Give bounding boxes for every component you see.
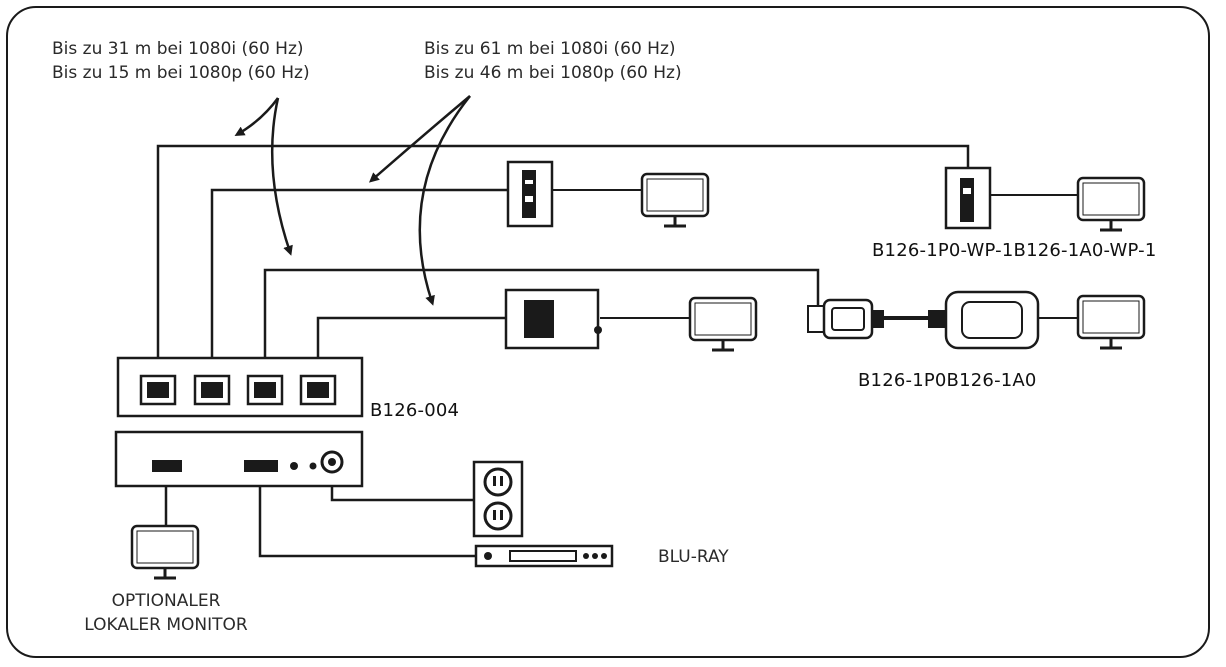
inline-adapter-small (807, 298, 884, 340)
wall-plate-2 (944, 166, 992, 230)
blu-ray-player (474, 544, 614, 568)
hdmi-out-port (152, 460, 182, 472)
arrow-left-b (270, 97, 293, 256)
distance-left-line2: Bis zu 15 m bei 1080p (60 Hz) (52, 63, 310, 83)
arrow-right-a (368, 95, 471, 183)
button-icon (309, 462, 317, 470)
rj45-port-1 (139, 374, 177, 406)
switch-top-unit (116, 356, 364, 418)
monitor-3 (1076, 176, 1146, 232)
hdmi-in-port (244, 460, 278, 472)
cable-hdmi-in (258, 484, 478, 558)
power-outlet (472, 460, 524, 538)
monitor-4 (1076, 294, 1146, 350)
wall-plate-1 (506, 160, 554, 228)
cable-power (330, 484, 478, 502)
label-adapter-models: B126-1P0B126-1A0 (858, 370, 1037, 391)
cable-port-3 (263, 268, 820, 382)
distance-right-line2: Bis zu 46 m bei 1080p (60 Hz) (424, 63, 682, 83)
monitor-1 (640, 172, 710, 228)
inline-adapter-large (928, 290, 1040, 350)
cable-lines (156, 144, 970, 558)
label-blu-ray: BLU-RAY (658, 547, 729, 567)
arrow-right-b (418, 95, 471, 306)
rj45-port-4 (299, 374, 337, 406)
label-switch-model: B126-004 (370, 400, 460, 421)
label-local-monitor-line2: LOKALER MONITOR (84, 615, 248, 635)
arrow-left-a (234, 97, 280, 137)
local-monitor (130, 524, 200, 580)
cable-port-1 (156, 144, 970, 382)
switch-bottom-unit (114, 430, 364, 488)
label-local-monitor-line1: OPTIONALER (111, 591, 221, 611)
receiver-box (504, 288, 602, 350)
rj45-port-2 (193, 374, 231, 406)
distance-right-line1: Bis zu 61 m bei 1080i (60 Hz) (424, 39, 676, 59)
distance-left-line1: Bis zu 31 m bei 1080i (60 Hz) (52, 39, 304, 59)
diagram-frame (6, 6, 1210, 658)
label-wallplate-models: B126-1P0-WP-1B126-1A0-WP-1 (872, 240, 1157, 261)
monitor-2 (688, 296, 758, 352)
distance-arrows (234, 95, 471, 306)
rj45-port-3 (246, 374, 284, 406)
led-icon (290, 462, 298, 470)
cable-port-2 (210, 188, 510, 382)
